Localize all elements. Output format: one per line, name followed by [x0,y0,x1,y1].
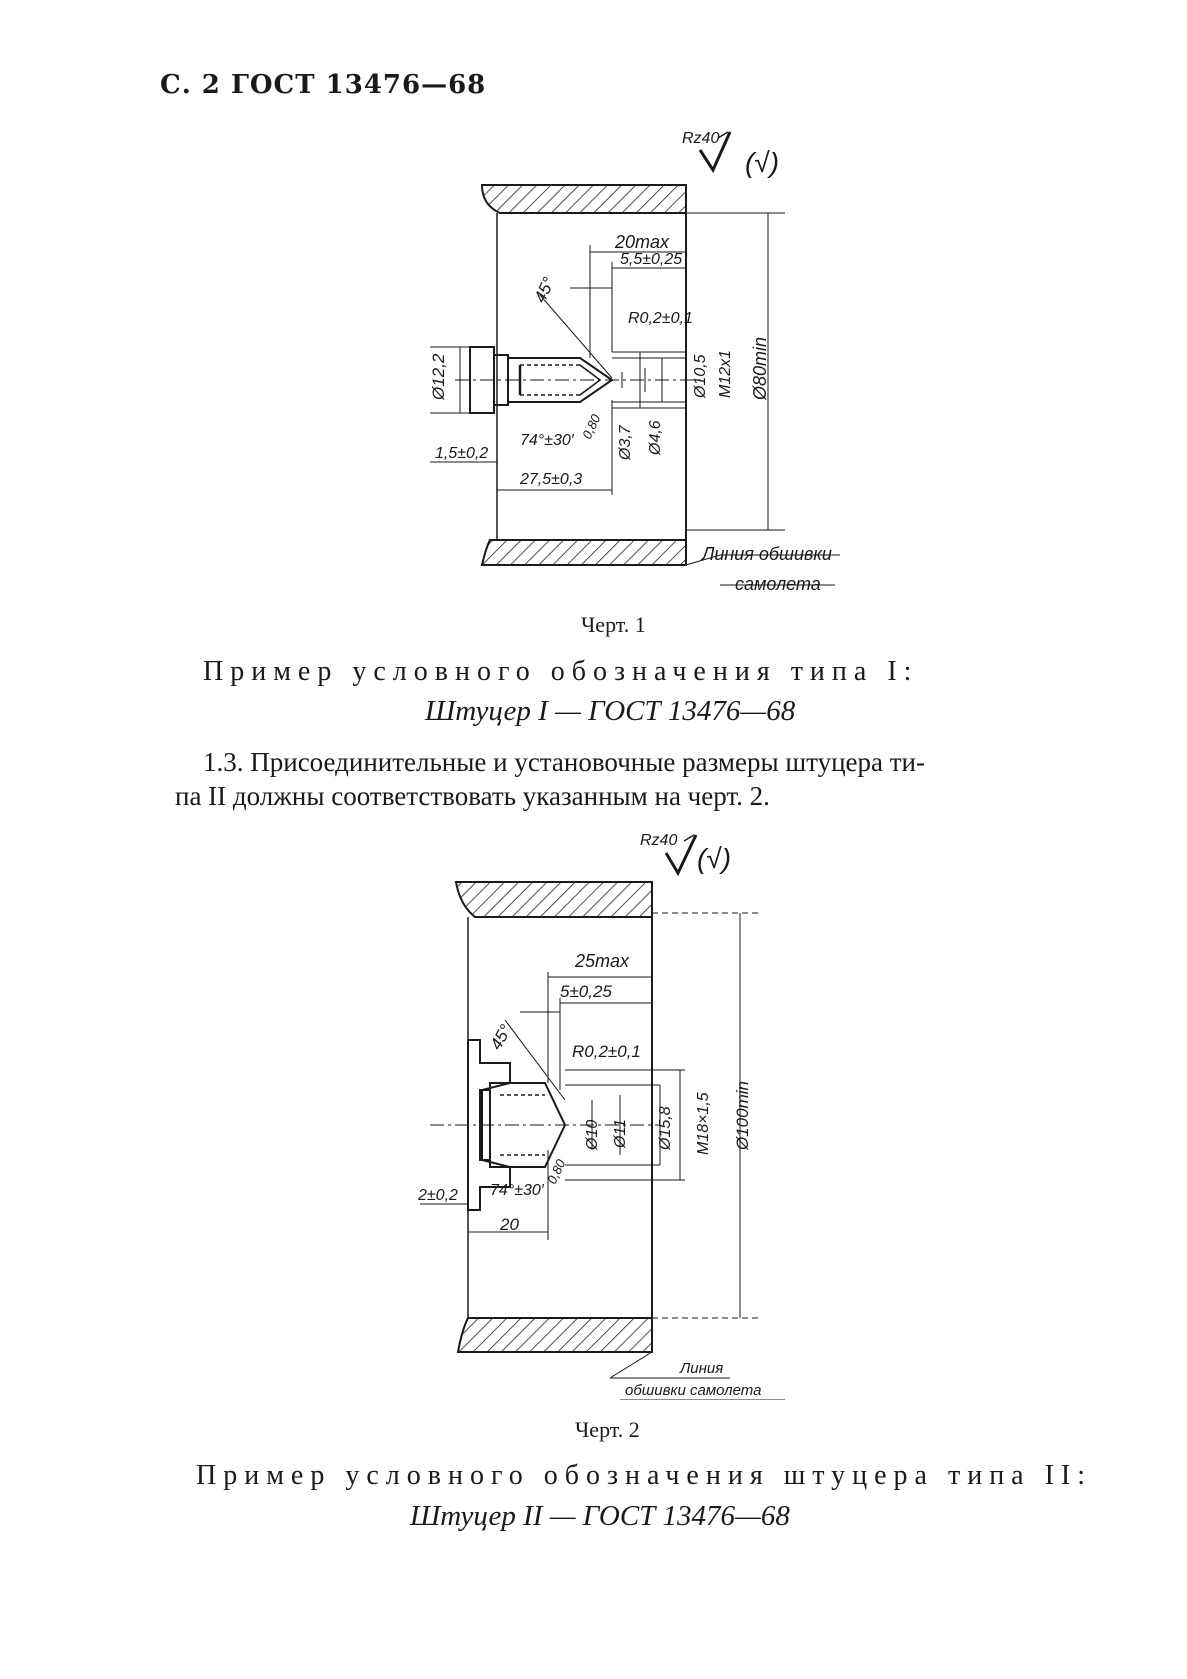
dim-5: 5±0,25 [560,982,612,1001]
roughness-check-2: (√) [697,843,731,874]
dim-45-2: 45° [486,1021,515,1053]
dim-d80: Ø80min [750,337,770,401]
bottom-wall-hatch-2 [456,1317,653,1353]
dim-74: 74°±30′ [520,432,575,449]
dim-5-5: 5,5±0,25 [620,251,682,268]
dim-080: 0,80 [579,411,604,441]
roughness-label-1: Rz40 [682,130,719,147]
dim-20: 20 [499,1215,519,1234]
dim-r02-2: R0,2±0,1 [572,1042,641,1061]
drawing-2: Rz40 (√) 25max 5±0,25 45° R0,2±0,1 Ø10 Ø… [417,832,785,1400]
dim-m18: M18×1,5 [695,1092,712,1155]
roughness-label-2: Rz40 [640,832,677,849]
bottom-wall-hatch [480,539,687,566]
example-1-label: Пример условного обозначения типа I: [203,656,919,687]
example-1-designation: Штуцер I — ГОСТ 13476—68 [425,695,796,727]
skin-label-1a: Линия обшивки [701,544,832,564]
dim-20max: 20max [614,232,670,252]
skin-label-2b: обшивки самолета [625,1382,761,1399]
dim-25max: 25max [574,951,630,971]
dim-d3-7: Ø3,7 [617,424,634,461]
dim-d15-8: Ø15,8 [657,1106,674,1151]
fitting-body-2 [489,1082,567,1168]
drawing-1: Rz40 (√) 20max 5,5±0,25 45° R0,2±0,1 Ø12… [429,130,840,594]
caption-2: Черт. 2 [575,1417,640,1442]
dim-1-5: 1,5±0,2 [435,445,488,462]
dim-r02: R0,2±0,1 [628,310,693,327]
caption-1: Черт. 1 [581,612,646,637]
dim-d11: Ø11 [612,1119,629,1149]
dim-d10-5: Ø10,5 [692,354,709,399]
dim-2: 2±0,2 [417,1187,458,1204]
example-2-label: Пример условного обозначения штуцера тип… [196,1460,1093,1491]
dim-m12: M12x1 [717,350,734,398]
fitting-body [507,357,614,403]
paragraph-1-3-line1: 1.3. Присоединительные и установочные ра… [203,747,925,777]
top-wall-hatch [480,184,687,214]
top-wall-hatch-2 [454,881,653,918]
dim-74-2: 74°±30′ [490,1182,545,1199]
paragraph-1-3: 1.3. Присоединительные и установочные ра… [175,745,1103,813]
dim-d12-2: Ø12,2 [429,353,448,401]
dim-d100: Ø100min [733,1081,752,1151]
dim-27-5: 27,5±0,3 [519,471,582,488]
dim-d4-6: Ø4,6 [647,420,664,456]
page-header: С. 2 ГОСТ 13476—68 [160,70,487,100]
roughness-check-1: (√) [745,147,779,178]
paragraph-1-3-line2: па II должны соответствовать указанным н… [175,781,770,811]
example-2-designation: Штуцер II — ГОСТ 13476—68 [410,1500,790,1532]
dim-45: 45° [530,274,558,306]
skin-label-1b: самолета [735,574,821,594]
dim-d10: Ø10 [584,1120,601,1151]
skin-label-2a: Линия [679,1360,723,1377]
